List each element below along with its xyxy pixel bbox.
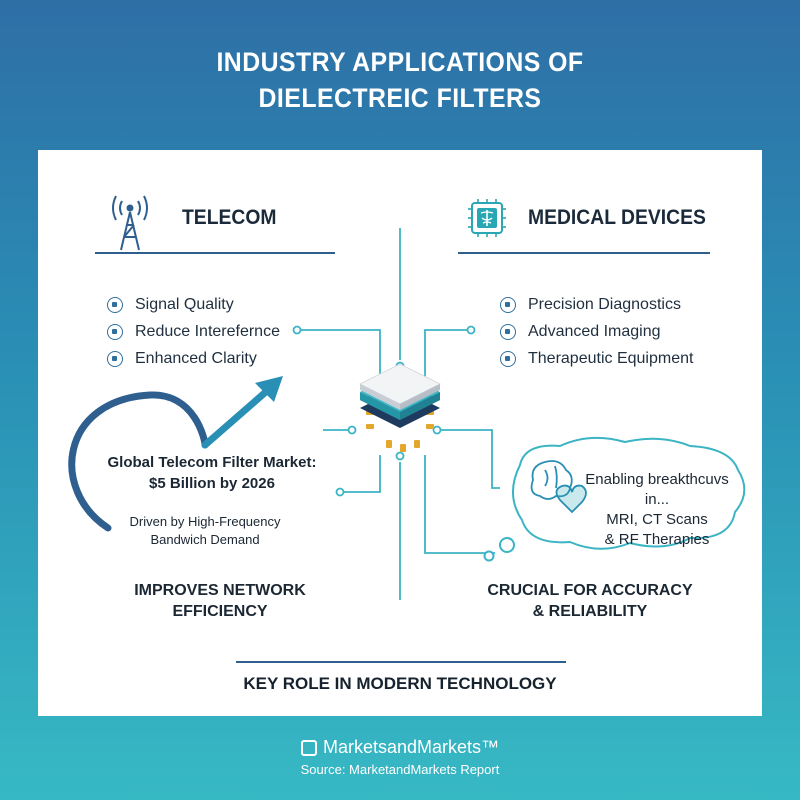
brand-logo: MarketsandMarkets™: [0, 737, 800, 758]
list-item: Reduce Interefernce: [107, 318, 280, 345]
telecom-benefits-list: Signal Quality Reduce Interefernce Enhan…: [107, 291, 280, 372]
signal-icon: [107, 296, 123, 313]
driver-note-line1: Driven by High-Frequency: [129, 514, 281, 529]
telecom-summary-line2: EFFICIENCY: [172, 603, 268, 620]
driver-note-line2: Bandwich Demand: [150, 532, 260, 547]
cell-tower-icon: [112, 195, 148, 251]
telecom-heading: TELECOM: [182, 206, 277, 229]
page-title: INDUSTRY APPLICATIONS OF DIELECTREIC FIL…: [32, 44, 768, 116]
medical-benefits-list: Precision Diagnostics Advanced Imaging T…: [500, 291, 693, 372]
thought-bubble: [483, 436, 746, 562]
page-title-line2: DIELECTREIC FILTERS: [258, 83, 542, 113]
list-item: Advanced Imaging: [500, 318, 693, 345]
list-item-label: Therapeutic Equipment: [528, 349, 694, 367]
medical-heading: MEDICAL DEVICES: [528, 206, 706, 229]
caduceus-chip-icon: [468, 199, 506, 237]
medical-summary-line1: CRUCIAL FOR ACCURACY: [487, 582, 693, 599]
list-item: Enhanced Clarity: [107, 345, 280, 372]
dielectric-filter-chip-icon: [358, 363, 442, 452]
stethoscope-icon: [500, 296, 516, 313]
therapy-icon: [500, 350, 516, 367]
filter-icon: [107, 323, 123, 340]
thought-line2: MRI, CT Scans: [606, 511, 708, 528]
source-note: Source: MarketandMarkets Report: [300, 762, 500, 777]
thought-line3: & RF Therapies: [604, 531, 710, 548]
medical-underline: [458, 252, 710, 254]
medical-summary: CRUCIAL FOR ACCURACY & RELIABILITY: [480, 580, 700, 622]
telecom-summary-line1: IMPROVES NETWORK: [134, 582, 306, 599]
list-item-label: Enhanced Clarity: [135, 349, 257, 367]
telecom-driver-note: Driven by High-Frequency Bandwich Demand: [100, 513, 310, 549]
connector-lines: [300, 228, 500, 600]
thought-bubble-text: Enabling breakthcuvs in... MRI, CT Scans…: [572, 470, 742, 550]
telecom-underline: [95, 252, 335, 254]
brand-mark-icon: [300, 740, 317, 756]
telecom-summary: IMPROVES NETWORK EFFICIENCY: [110, 580, 330, 622]
banner-rule: [236, 661, 566, 663]
growth-arrow-icon: [68, 376, 283, 532]
list-item-label: Signal Quality: [135, 295, 234, 313]
connector-nodes: [292, 325, 476, 497]
medical-summary-line2: & RELIABILITY: [532, 603, 648, 620]
imaging-icon: [500, 323, 516, 340]
list-item: Precision Diagnostics: [500, 291, 693, 318]
list-item: Signal Quality: [107, 291, 280, 318]
list-item-label: Reduce Interefernce: [135, 322, 280, 340]
market-stat-line2: $5 Billion by 2026: [149, 475, 275, 492]
key-role-banner: KEY ROLE IN MODERN TECHNOLOGY: [243, 674, 557, 693]
list-item: Therapeutic Equipment: [500, 345, 693, 372]
list-item-label: Advanced Imaging: [528, 322, 661, 340]
telecom-market-stat: Global Telecom Filter Market: $5 Billion…: [92, 452, 332, 494]
thought-line1: Enabling breakthcuvs in...: [585, 471, 729, 508]
brain-heart-icon: [530, 460, 587, 514]
market-stat-line1: Global Telecom Filter Market:: [107, 454, 317, 471]
list-item-label: Precision Diagnostics: [528, 295, 681, 313]
clarity-icon: [107, 350, 123, 367]
page-title-line1: INDUSTRY APPLICATIONS OF: [216, 47, 584, 77]
brand-name: MarketsandMarkets™: [322, 737, 500, 757]
